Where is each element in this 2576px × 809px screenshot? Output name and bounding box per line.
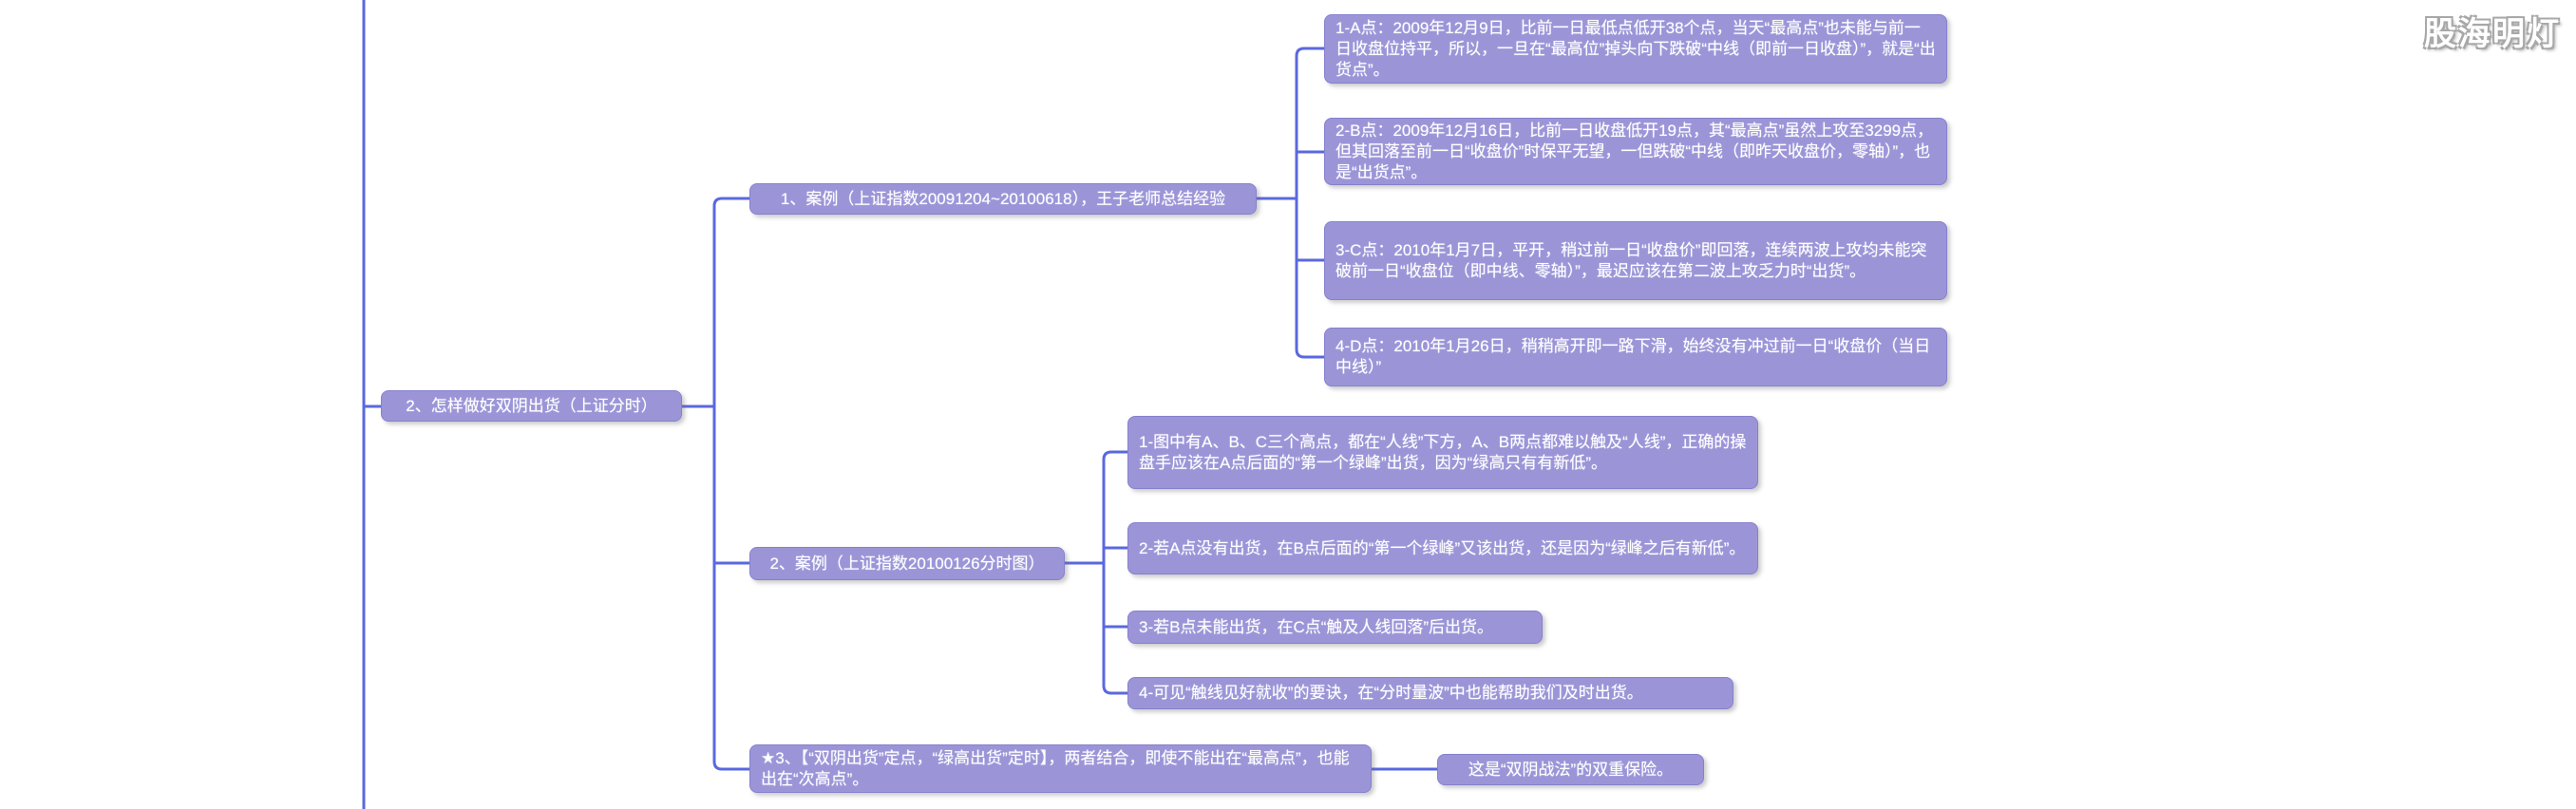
branch-2-child-4[interactable]: 4-可见“触线见好就收”的要诀，在“分时量波”中也能帮助我们及时出货。 xyxy=(1127,677,1733,709)
branch-2-child-1-text: 1-图中有A、B、C三个高点，都在“人线”下方，A、B两点都难以触及“人线”，正… xyxy=(1139,432,1747,472)
branch-1-child-1[interactable]: 1-A点：2009年12月9日，比前一日最低点低开38个点，当天“最高点”也未能… xyxy=(1324,14,1947,84)
connector-branch2-bracket xyxy=(1102,450,1127,695)
branch-2-label: 2、案例（上证指数20100126分时图） xyxy=(769,555,1045,573)
root-node[interactable]: 2、怎样做好双阴出货（上证分时） xyxy=(381,390,682,422)
branch-1-child-2-text: 2-B点：2009年12月16日，比前一日收盘低开19点，其“最高点”虽然上攻至… xyxy=(1335,121,1934,181)
branch-1-node[interactable]: 1、案例（上证指数20091204~20100618），王子老师总结经验 xyxy=(749,183,1257,215)
branch-3-child-1[interactable]: 这是“双阴战法”的双重保险。 xyxy=(1437,754,1704,785)
watermark: 股海明灯 xyxy=(2424,16,2561,52)
branch-1-child-2[interactable]: 2-B点：2009年12月16日，比前一日收盘低开19点，其“最高点”虽然上攻至… xyxy=(1324,118,1947,185)
connector-root-bracket xyxy=(712,197,749,771)
branch-1-label: 1、案例（上证指数20091204~20100618），王子老师总结经验 xyxy=(780,190,1226,208)
branch-3-child-1-text: 这是“双阴战法”的双重保险。 xyxy=(1468,760,1674,779)
branch-2-child-1[interactable]: 1-图中有A、B、C三个高点，都在“人线”下方，A、B两点都难以触及“人线”，正… xyxy=(1127,416,1758,489)
branch-2-child-2[interactable]: 2-若A点没有出货，在B点后面的“第一个绿峰”又该出货，还是因为“绿峰之后有新低… xyxy=(1127,522,1758,574)
branch-1-child-3-text: 3-C点：2010年1月7日，平开，稍过前一日“收盘价”即回落，连续两波上攻均未… xyxy=(1335,240,1927,280)
branch-3-node[interactable]: ★3、【“双阴出货”定点，“绿高出货”定时】，两者结合，即使不能出在“最高点”，… xyxy=(749,744,1372,793)
branch-1-child-4[interactable]: 4-D点：2010年1月26日，稍稍高开即一路下滑，始终没有冲过前一日“收盘价（… xyxy=(1324,328,1947,386)
branch-2-node[interactable]: 2、案例（上证指数20100126分时图） xyxy=(749,547,1065,580)
branch-2-child-3[interactable]: 3-若B点未能出货，在C点“触及人线回落”后出货。 xyxy=(1127,611,1543,644)
root-node-label: 2、怎样做好双阴出货（上证分时） xyxy=(406,397,657,415)
branch-1-child-4-text: 4-D点：2010年1月26日，稍稍高开即一路下滑，始终没有冲过前一日“收盘价（… xyxy=(1335,337,1931,376)
branch-1-child-3[interactable]: 3-C点：2010年1月7日，平开，稍过前一日“收盘价”即回落，连续两波上攻均未… xyxy=(1324,221,1947,300)
branch-2-child-2-text: 2-若A点没有出货，在B点后面的“第一个绿峰”又该出货，还是因为“绿峰之后有新低… xyxy=(1139,538,1746,557)
branch-1-child-1-text: 1-A点：2009年12月9日，比前一日最低点低开38个点，当天“最高点”也未能… xyxy=(1335,18,1936,79)
branch-2-child-3-text: 3-若B点未能出货，在C点“触及人线回落”后出货。 xyxy=(1139,617,1494,636)
branch-3-label: ★3、【“双阴出货”定点，“绿高出货”定时】，两者结合，即使不能出在“最高点”，… xyxy=(761,748,1350,788)
connector-branch1-bracket xyxy=(1295,47,1324,359)
branch-2-child-4-text: 4-可见“触线见好就收”的要诀，在“分时量波”中也能帮助我们及时出货。 xyxy=(1139,684,1643,702)
